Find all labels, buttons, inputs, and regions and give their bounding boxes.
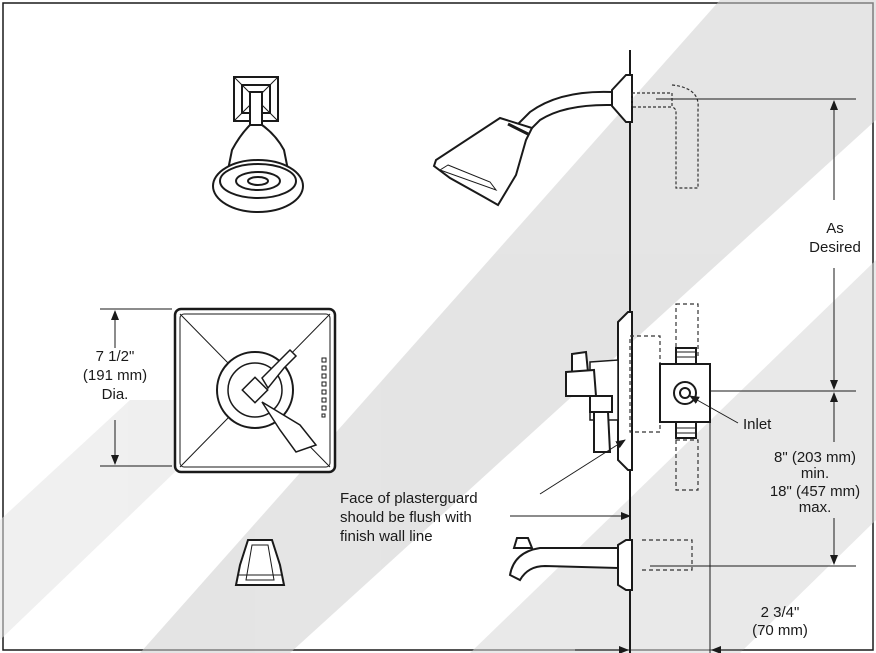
diameter-size-label: 7 1/2" bbox=[96, 348, 135, 365]
note-line-2: should be flush with bbox=[340, 509, 472, 526]
spout-to-valve-dimension bbox=[650, 392, 856, 567]
as-desired-label-1: As bbox=[826, 220, 844, 237]
valve-body bbox=[659, 347, 711, 439]
inlet-label: Inlet bbox=[743, 416, 772, 433]
rough-min-label: 8" (203 mm) bbox=[774, 449, 856, 466]
plasterguard-leaders bbox=[510, 439, 631, 520]
tub-spout-side-view bbox=[508, 537, 633, 591]
rough-max-word: max. bbox=[799, 499, 832, 516]
depth-mm-label: (70 mm) bbox=[752, 622, 808, 639]
diameter-dimension bbox=[100, 308, 172, 467]
depth-dimension bbox=[575, 420, 745, 653]
diameter-word-label: Dia. bbox=[102, 386, 129, 403]
note-line-3: finish wall line bbox=[340, 528, 433, 545]
diameter-mm-label: (191 mm) bbox=[83, 367, 147, 384]
valve-side-view bbox=[565, 311, 633, 471]
rough-min-word: min. bbox=[801, 465, 829, 482]
shower-head-side-view bbox=[432, 74, 633, 207]
plasterguard-outline bbox=[629, 303, 699, 571]
rough-max-label: 18" (457 mm) bbox=[770, 483, 860, 500]
inlet-leader bbox=[689, 395, 739, 424]
as-desired-dimension bbox=[656, 98, 856, 392]
depth-in-label: 2 3/4" bbox=[761, 604, 800, 621]
shower-head-front-view bbox=[212, 76, 304, 213]
note-line-1: Face of plasterguard bbox=[340, 490, 478, 507]
tub-spout-front-view bbox=[234, 539, 286, 586]
as-desired-label-2: Desired bbox=[809, 239, 861, 256]
valve-trim-front-view bbox=[173, 307, 337, 474]
